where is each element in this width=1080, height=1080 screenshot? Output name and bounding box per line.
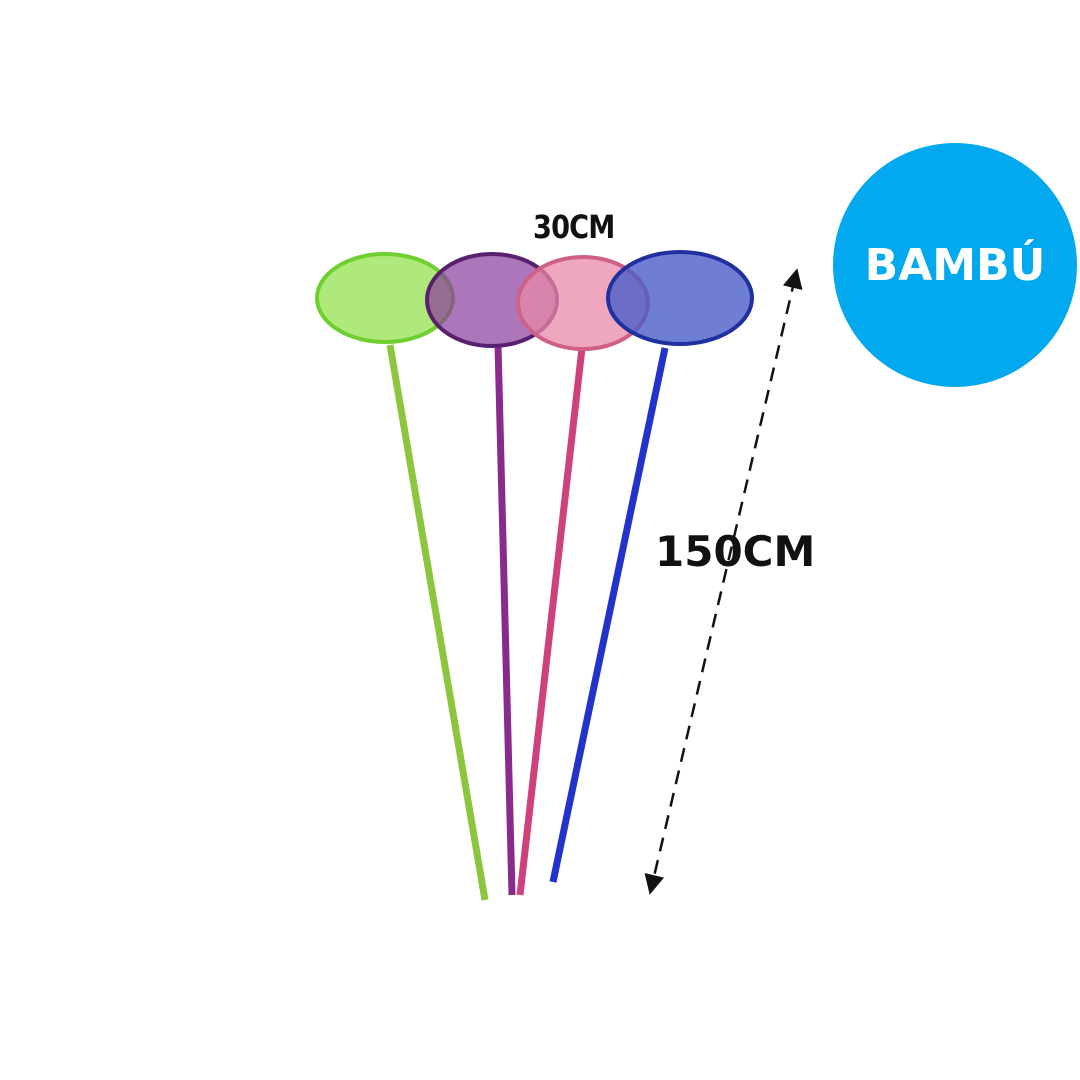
length-label: 150CM: [655, 527, 816, 576]
material-badge: BAMBÚ: [833, 143, 1077, 387]
material-badge-text: BAMBÚ: [864, 239, 1046, 291]
net-diameter-label: 30CM: [533, 208, 615, 246]
green-net: [315, 252, 489, 901]
pink-net: [516, 255, 650, 896]
length-dimension-arrow: [644, 268, 803, 895]
purple-net: [425, 252, 559, 896]
